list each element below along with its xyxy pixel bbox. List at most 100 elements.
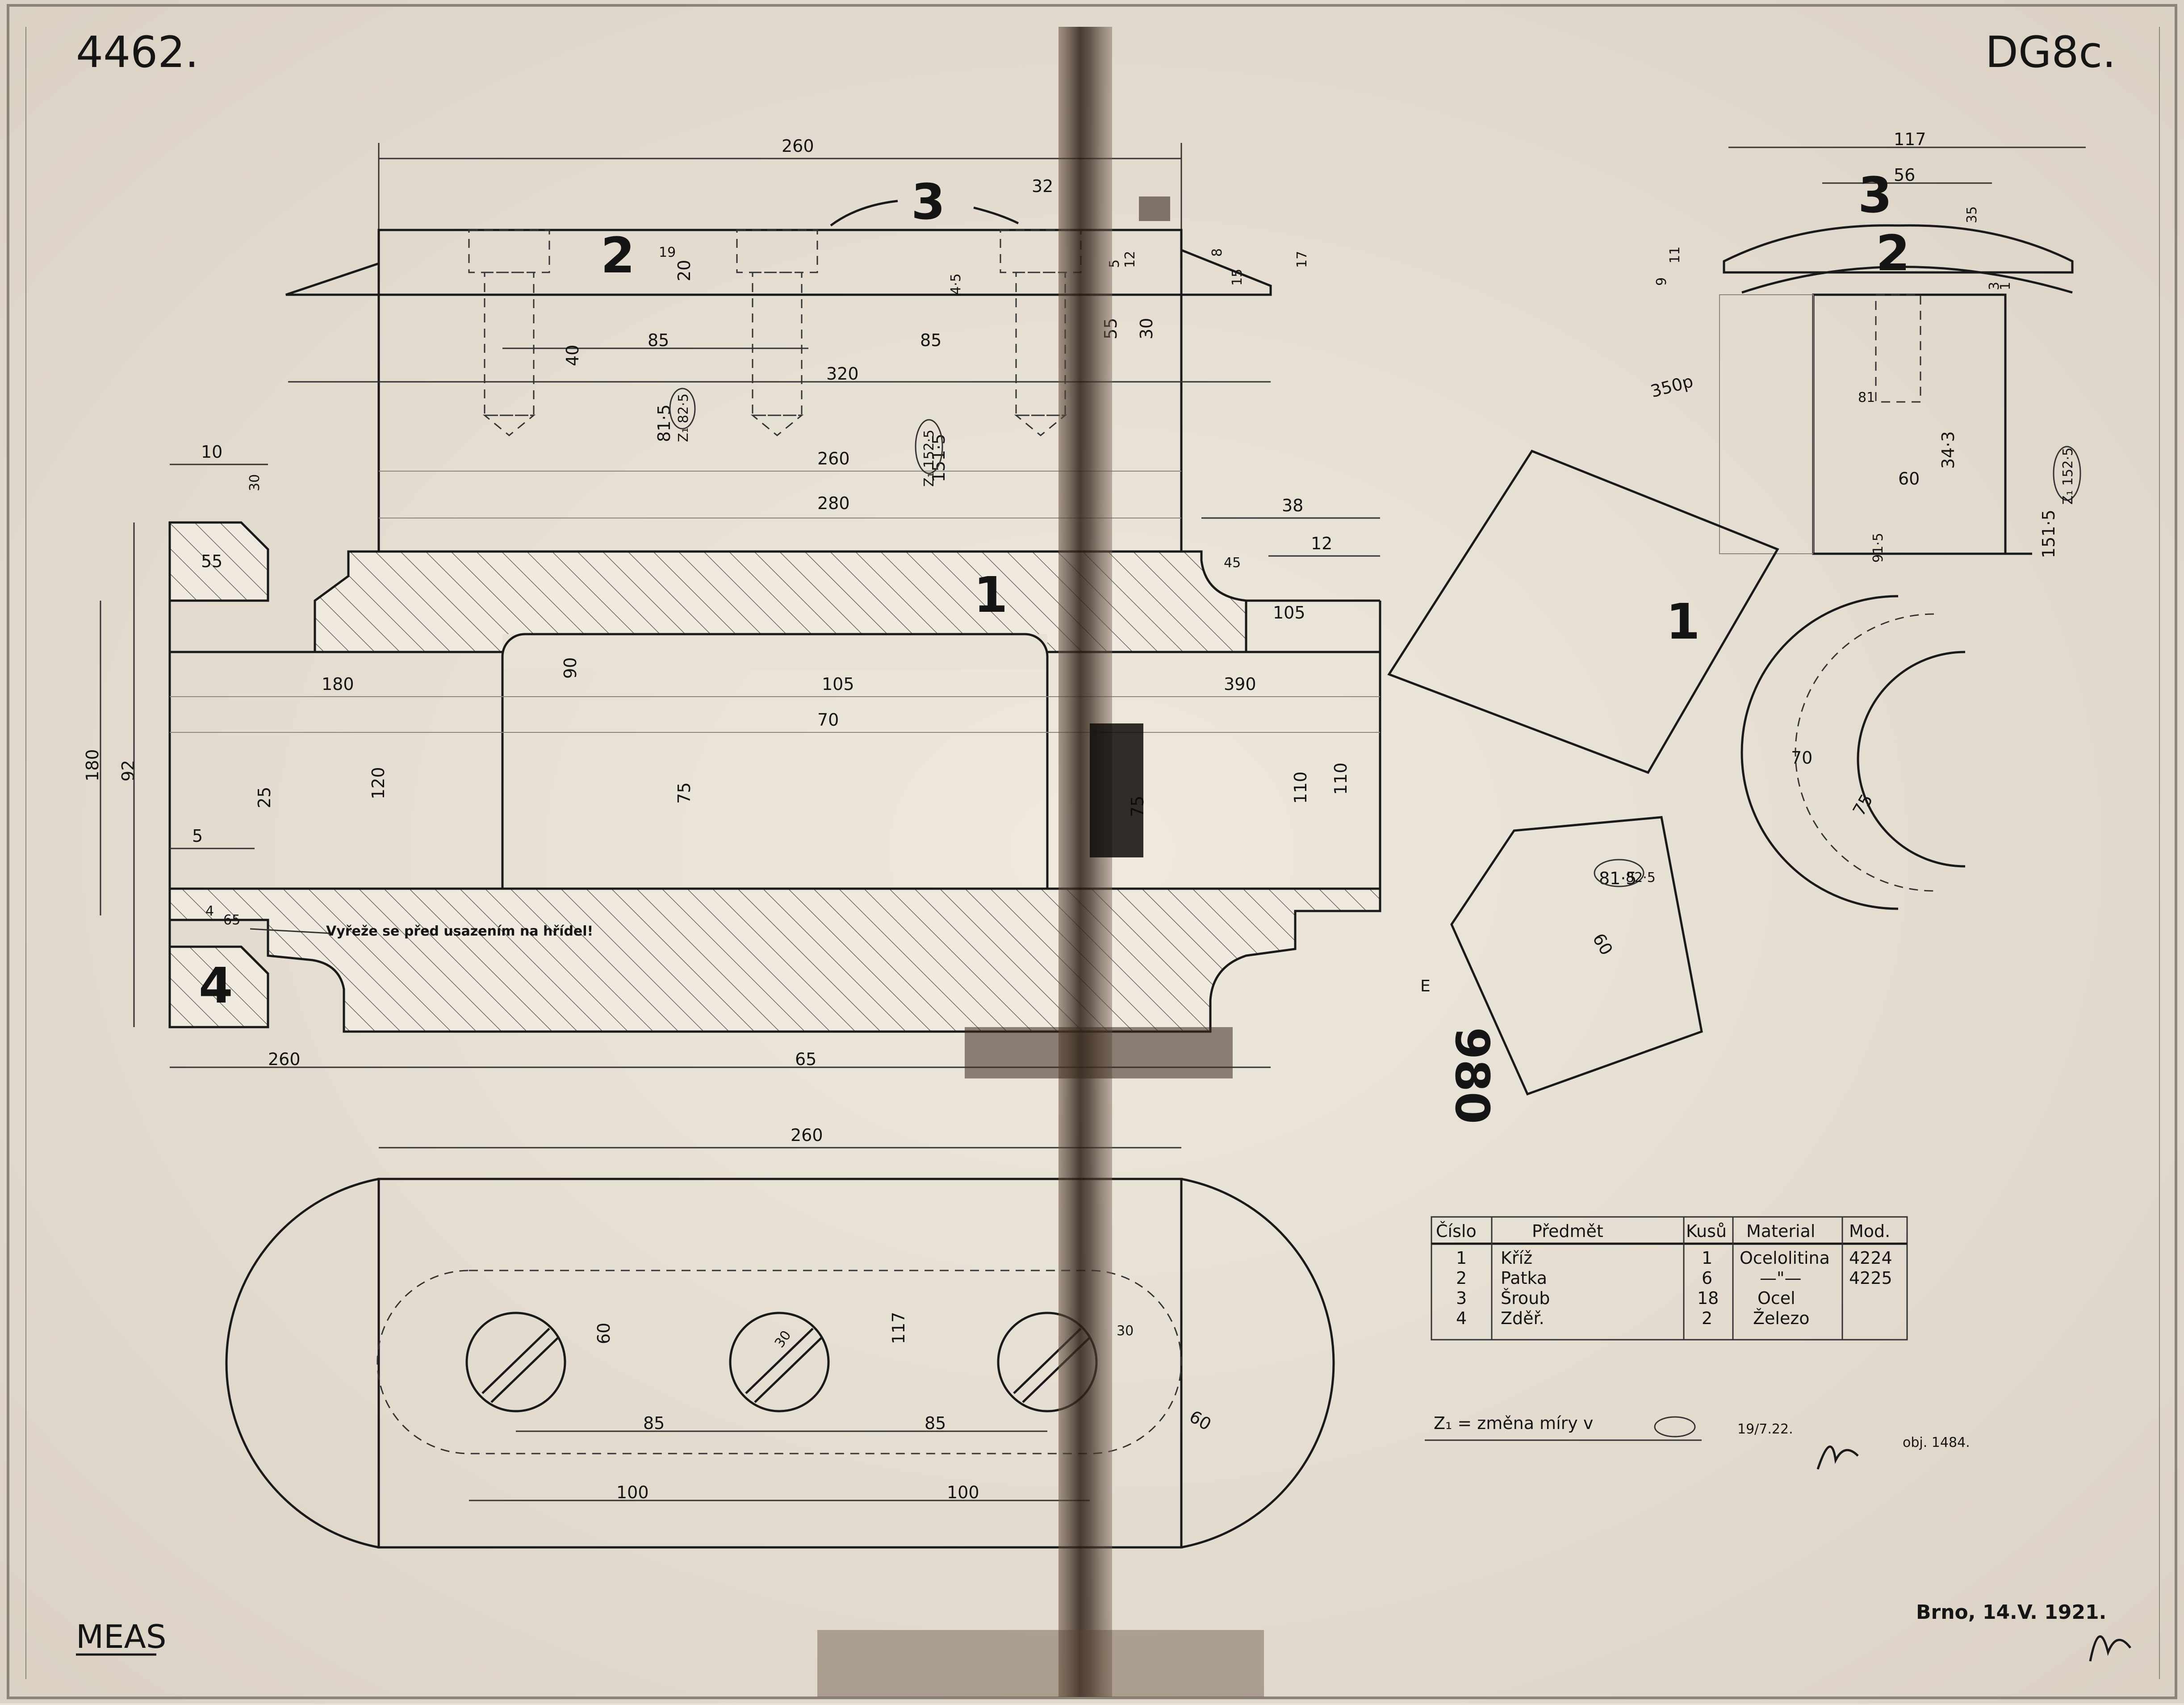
plan-view: 260 60 117 30 30 60 85 85 100 100 [225,1125,1335,1549]
dim-label: 105 [822,674,854,694]
table-cell: 4 [1456,1308,1467,1328]
dim-label: 4 [205,903,214,919]
table-header: Mod. [1849,1221,1890,1241]
table-cell: 1 [1456,1248,1467,1268]
part-label-3: 3 [911,173,946,230]
table-header: Material [1746,1221,1815,1241]
foot-plan-recess [377,1270,1182,1454]
dim-label: 34·3 [1938,431,1958,469]
dim-label: 25 [255,787,274,808]
dim-label: 260 [817,449,850,468]
side-arm-upper [1387,449,1779,774]
table-cell: Železo [1753,1308,1810,1328]
parts-table: Číslo Předmět Kusů Material Mod. 1 Kříž … [1431,1216,1908,1341]
dim-label: 151·5 [2039,510,2058,558]
table-cell: Kříž [1501,1248,1532,1268]
side-note: 81 [1858,390,1875,405]
dim-label: 85 [925,1413,946,1433]
part-label-1: 1 [974,566,1008,623]
part-label-2-side: 2 [1876,225,1910,282]
dim-label: 30 [247,474,263,491]
dim-label: 19 [659,245,676,260]
dim-label: 8 [1209,248,1225,257]
sheet-code: DG8c. [1985,27,2116,77]
dim-label: 30 [1137,318,1156,339]
dim-label: 20 [674,260,694,281]
part-label-4: 4 [199,957,233,1014]
note-leader [250,928,331,934]
dim-label: 10 [201,442,222,462]
dim-label: 117 [1894,130,1926,149]
tape-stain [817,27,1264,1697]
assembly-note: Vyřeže se před usazením na hřídel! [326,924,593,939]
table-row: 3 Šroub 18 Ocel [1456,1288,1795,1308]
dim-label: 70 [1791,748,1812,768]
foot-left-wedge [285,262,380,296]
table-header: Číslo [1436,1221,1477,1241]
part-label-1-side: 1 [1666,593,1700,650]
dim-label: 32 [1032,176,1053,196]
signature-initials [1816,1445,1859,1470]
dim-label: 110 [1331,762,1351,795]
dim-label: 85 [920,330,941,350]
screw-hidden-3 [1000,229,1082,436]
change-note: Z₁ = změna míry v 19/7.22. obj. 1484. [1425,1413,1970,1470]
dim-label: 85 [643,1413,665,1433]
side-ring-inner [1857,651,1966,868]
table-row: 1 Kříž 1 Ocelolitina 4224 [1456,1248,1892,1268]
dim-label: 85 [648,330,669,350]
dim-label: 38 [1282,496,1303,515]
dim-label: 100 [616,1483,649,1502]
dim-label: 15 [1230,269,1245,286]
place-date: Brno, 14.V. 1921. [1916,1601,2106,1624]
dim-label: 12 [1122,251,1138,268]
table-cell: Patka [1501,1268,1547,1288]
dim-label: 390 [1224,674,1256,694]
sheet-border [7,4,2177,1699]
table-cell: Ocelolitina [1740,1248,1830,1268]
dim-label: 11 [1667,247,1683,263]
dim-label: 56 [1894,165,1915,185]
leader-3-left [830,200,898,227]
dim-label: 55 [201,552,222,571]
table-cell: 6 [1702,1268,1712,1288]
screw-hidden-2 [736,229,818,436]
side-foot [1723,224,2074,274]
table-header: Kusů [1686,1221,1727,1241]
table-cell: 3 [1456,1288,1467,1308]
foot-right-wedge [1180,248,1272,296]
dim-label: 65 [795,1049,816,1069]
dim-label: 1 [1998,282,2013,290]
dim-label: 90 [561,657,580,679]
table-cell: 2 [1456,1268,1467,1288]
change-note-date: 19/7.22. [1737,1421,1793,1437]
table-cell: —"— [1760,1268,1801,1288]
archive-mark: 980 [1445,1027,1499,1124]
table-cell: Zděř. [1501,1308,1544,1328]
hub-section-top [314,550,1247,653]
dim-label: 180 [83,749,102,781]
table-cell: 4225 [1849,1268,1892,1288]
part-label-2: 2 [601,227,635,284]
table-cell: 2 [1702,1308,1712,1328]
dim-label: 280 [817,493,850,513]
screw-hidden-1 [468,229,550,436]
change-note-text: Z₁ = změna míry v [1434,1413,1593,1433]
foot-plan-left-arc [225,1178,379,1549]
dim-label: 117 [889,1312,908,1344]
table-cell: Ocel [1757,1288,1795,1308]
dim-label: 40 [563,345,582,366]
table-cell: Šroub [1501,1288,1550,1308]
part-label-3-side: 3 [1858,167,1892,224]
dim-label: 260 [268,1049,301,1069]
dim-label: 105 [1273,603,1305,623]
dim-label: 4·5 [948,273,964,295]
dim-label: 75 [674,782,694,804]
dim-label: 260 [782,136,814,156]
dim-label: 60 [1898,469,1920,489]
bolt-hole-2 [729,1312,830,1412]
dim-label: 81·5 [654,404,674,442]
dim-label: 110 [1291,771,1310,804]
dim-label: 65 [223,912,240,928]
dim-label: 12 [1311,534,1332,553]
